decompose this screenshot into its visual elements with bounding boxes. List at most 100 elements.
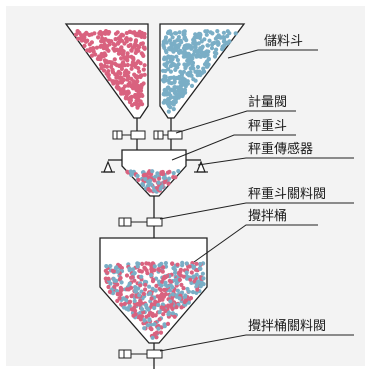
material-particle xyxy=(117,263,123,269)
material-particle xyxy=(152,178,157,183)
material-particle xyxy=(176,35,181,40)
material-particle xyxy=(142,265,147,270)
material-particle xyxy=(197,266,202,271)
material-particle xyxy=(127,304,132,309)
material-particle xyxy=(184,270,189,275)
material-particle xyxy=(195,73,200,78)
material-particle xyxy=(188,66,193,71)
material-particle xyxy=(168,59,174,64)
material-particle xyxy=(148,322,153,327)
material-particle xyxy=(233,31,238,36)
material-particle xyxy=(76,36,81,41)
material-particle xyxy=(186,43,191,48)
material-particle xyxy=(157,317,162,322)
material-particle xyxy=(225,40,231,45)
material-particle xyxy=(112,284,117,289)
material-particle xyxy=(167,176,172,181)
material-particle xyxy=(138,283,143,288)
material-particle xyxy=(136,177,141,182)
material-particle xyxy=(184,38,189,43)
material-particle xyxy=(148,291,153,296)
material-particle xyxy=(180,93,185,99)
material-particle xyxy=(133,39,138,44)
material-particle xyxy=(201,276,206,281)
material-particle xyxy=(115,269,120,274)
material-particle xyxy=(167,38,173,43)
material-particle xyxy=(126,70,131,75)
material-particle xyxy=(125,77,130,82)
material-particle xyxy=(140,182,145,187)
material-particle xyxy=(137,314,142,319)
material-particle xyxy=(162,287,167,292)
material-particle xyxy=(156,302,161,308)
material-particle xyxy=(136,59,141,64)
material-particle xyxy=(112,48,117,53)
material-particle xyxy=(106,276,111,281)
label-storage-hopper: 儲料斗 xyxy=(264,34,303,49)
material-particle xyxy=(140,261,145,266)
material-particle xyxy=(132,101,137,106)
material-particle xyxy=(143,287,148,292)
material-particle xyxy=(167,76,172,81)
material-particle xyxy=(115,282,120,287)
material-particle xyxy=(191,265,196,270)
material-particle xyxy=(176,87,181,92)
label-mixing-tank: 攪拌桶 xyxy=(248,209,287,224)
leader-lines xyxy=(159,49,354,352)
material-particle xyxy=(207,38,212,43)
material-particle xyxy=(157,310,162,315)
material-particle xyxy=(135,79,140,84)
material-particle xyxy=(181,69,186,74)
material-particle xyxy=(202,62,208,67)
material-particle xyxy=(133,33,139,38)
material-particle xyxy=(141,291,146,296)
material-particle xyxy=(171,175,176,180)
material-particle xyxy=(190,60,196,65)
material-particle xyxy=(181,89,186,94)
material-particle xyxy=(112,57,117,62)
material-particle xyxy=(115,74,121,80)
material-particle xyxy=(153,174,158,179)
label-weigh-hopper: 秤重斗 xyxy=(248,118,287,134)
material-particle xyxy=(172,85,177,90)
material-particle xyxy=(119,280,124,285)
metering-valve-right xyxy=(153,130,183,140)
material-particle xyxy=(195,64,201,70)
material-particle xyxy=(172,63,177,68)
material-particle xyxy=(165,170,171,175)
material-particle xyxy=(161,312,166,317)
material-particle xyxy=(105,64,110,69)
material-particle xyxy=(180,78,185,84)
material-particle xyxy=(161,43,166,49)
material-particle xyxy=(169,55,174,60)
material-particle xyxy=(143,282,148,287)
material-particle xyxy=(116,51,121,56)
material-particle xyxy=(164,40,169,45)
material-particle xyxy=(173,31,179,36)
material-particle xyxy=(158,330,164,335)
material-particle xyxy=(128,299,133,304)
material-particle xyxy=(119,45,124,50)
material-particle xyxy=(136,98,141,103)
material-particle xyxy=(159,184,164,189)
material-particle xyxy=(142,326,147,331)
material-particle xyxy=(165,30,171,36)
material-particle xyxy=(161,265,166,270)
material-particle xyxy=(104,264,109,269)
material-particle xyxy=(199,280,205,285)
material-particle xyxy=(225,29,230,34)
material-particle xyxy=(168,69,173,74)
material-particle xyxy=(99,43,104,48)
material-particle xyxy=(107,289,112,294)
material-particle xyxy=(135,173,140,179)
material-particle xyxy=(159,283,164,288)
material-particle xyxy=(140,102,145,107)
material-particle xyxy=(156,180,161,185)
material-particle xyxy=(122,84,127,89)
material-particle xyxy=(163,280,168,285)
material-particle xyxy=(164,99,169,104)
material-particle xyxy=(129,172,134,178)
material-particle xyxy=(215,29,220,34)
material-particle xyxy=(140,82,145,88)
material-particle xyxy=(197,35,202,41)
